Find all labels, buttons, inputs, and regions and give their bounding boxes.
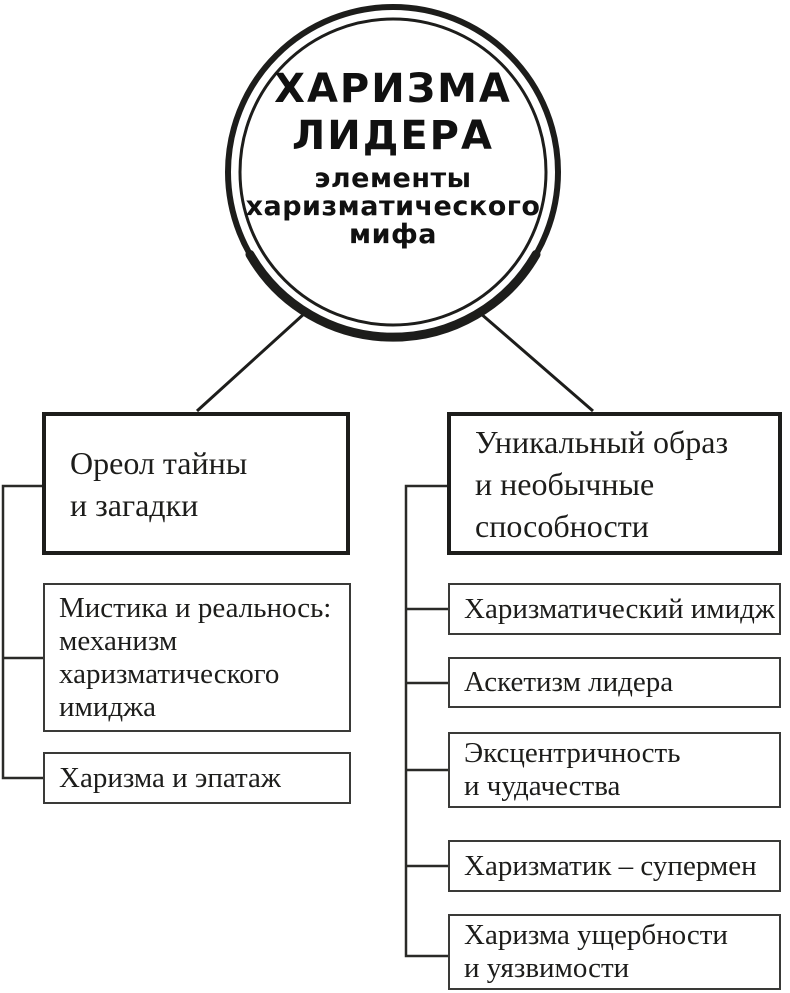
box-text-line: и необычные: [475, 465, 655, 502]
box-text-line: Мистика и реальнось:: [59, 591, 332, 624]
box-text-line: механизм: [59, 624, 178, 657]
box-text-line: и уязвимости: [464, 952, 630, 984]
left-parent-box: Ореол тайны и загадки: [42, 412, 350, 555]
branch-line-right: [479, 311, 594, 413]
box-text-line: Харизматический имидж: [464, 592, 775, 625]
box-text-line: Ореол тайны: [70, 444, 248, 481]
box-text-line: и чудачества: [464, 770, 621, 802]
box-text-line: способности: [475, 507, 649, 544]
left-child-box-mystika: Мистика и реальнось: механизм харизматич…: [43, 583, 351, 732]
circle-subtitle-line: элементы: [314, 163, 472, 194]
circle-label: ХАРИЗМА ЛИДЕРА элементы харизматического…: [243, 66, 543, 249]
circle-subtitle-line: харизматического: [245, 191, 541, 222]
box-text-line: Харизма ущербности: [464, 919, 728, 951]
branch-line-left: [195, 311, 307, 413]
circle-ring-bottom-accent: [245, 250, 541, 342]
box-text-line: и загадки: [70, 486, 199, 523]
circle-title-line: ЛИДЕРА: [292, 113, 494, 159]
right-child-box-ushcherbnost: Харизма ущербности и уязвимости: [448, 914, 781, 990]
right-parent-box: Уникальный образ и необычные способности: [447, 412, 782, 555]
circle-ring-inner: [238, 17, 548, 327]
left-child-box-epatazh: Харизма и эпатаж: [43, 752, 351, 804]
box-text-line: харизматического: [59, 657, 280, 690]
box-text-line: Уникальный образ: [475, 423, 729, 460]
circle-title: ХАРИЗМА ЛИДЕРА: [243, 66, 543, 160]
box-text-line: Аскетизм лидера: [464, 666, 674, 698]
circle-title-line: ХАРИЗМА: [274, 66, 512, 112]
right-child-box-imidzh: Харизматический имидж: [448, 583, 781, 635]
right-child-box-supermen: Харизматик – супермен: [448, 840, 781, 892]
connector-bracket-right: [404, 484, 450, 958]
connector-bracket-left: [1, 484, 45, 780]
box-text-line: имиджа: [59, 690, 157, 723]
right-child-box-ekstsentrichnost: Эксцентричность и чудачества: [448, 732, 781, 808]
box-text-line: Харизма и эпатаж: [59, 761, 281, 794]
box-text-line: Эксцентричность: [464, 737, 681, 769]
circle-subtitle-line: мифа: [349, 219, 437, 250]
circle-subtitle: элементы харизматического мифа: [243, 165, 543, 249]
right-child-box-asketizm: Аскетизм лидера: [448, 657, 781, 708]
box-text-line: Харизматик – супермен: [464, 849, 757, 882]
